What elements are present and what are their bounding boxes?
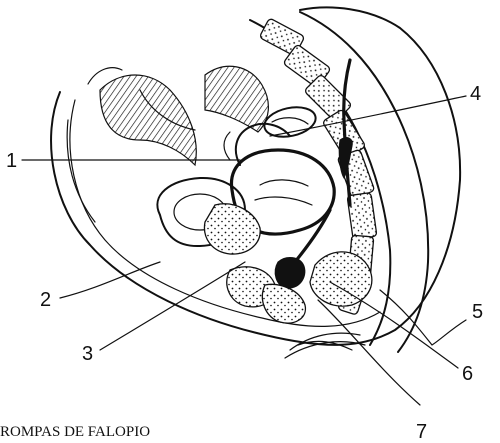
label-5: 5 — [472, 301, 483, 323]
label-4: 4 — [470, 83, 481, 105]
abdominal-wall — [100, 66, 268, 165]
label-7: 7 — [416, 421, 427, 443]
label-2: 2 — [40, 289, 51, 311]
figure-caption: ROMPAS DE FALOPIO — [0, 423, 150, 441]
label-1: 1 — [6, 150, 17, 172]
label-3: 3 — [82, 343, 93, 365]
label-6: 6 — [462, 363, 473, 385]
